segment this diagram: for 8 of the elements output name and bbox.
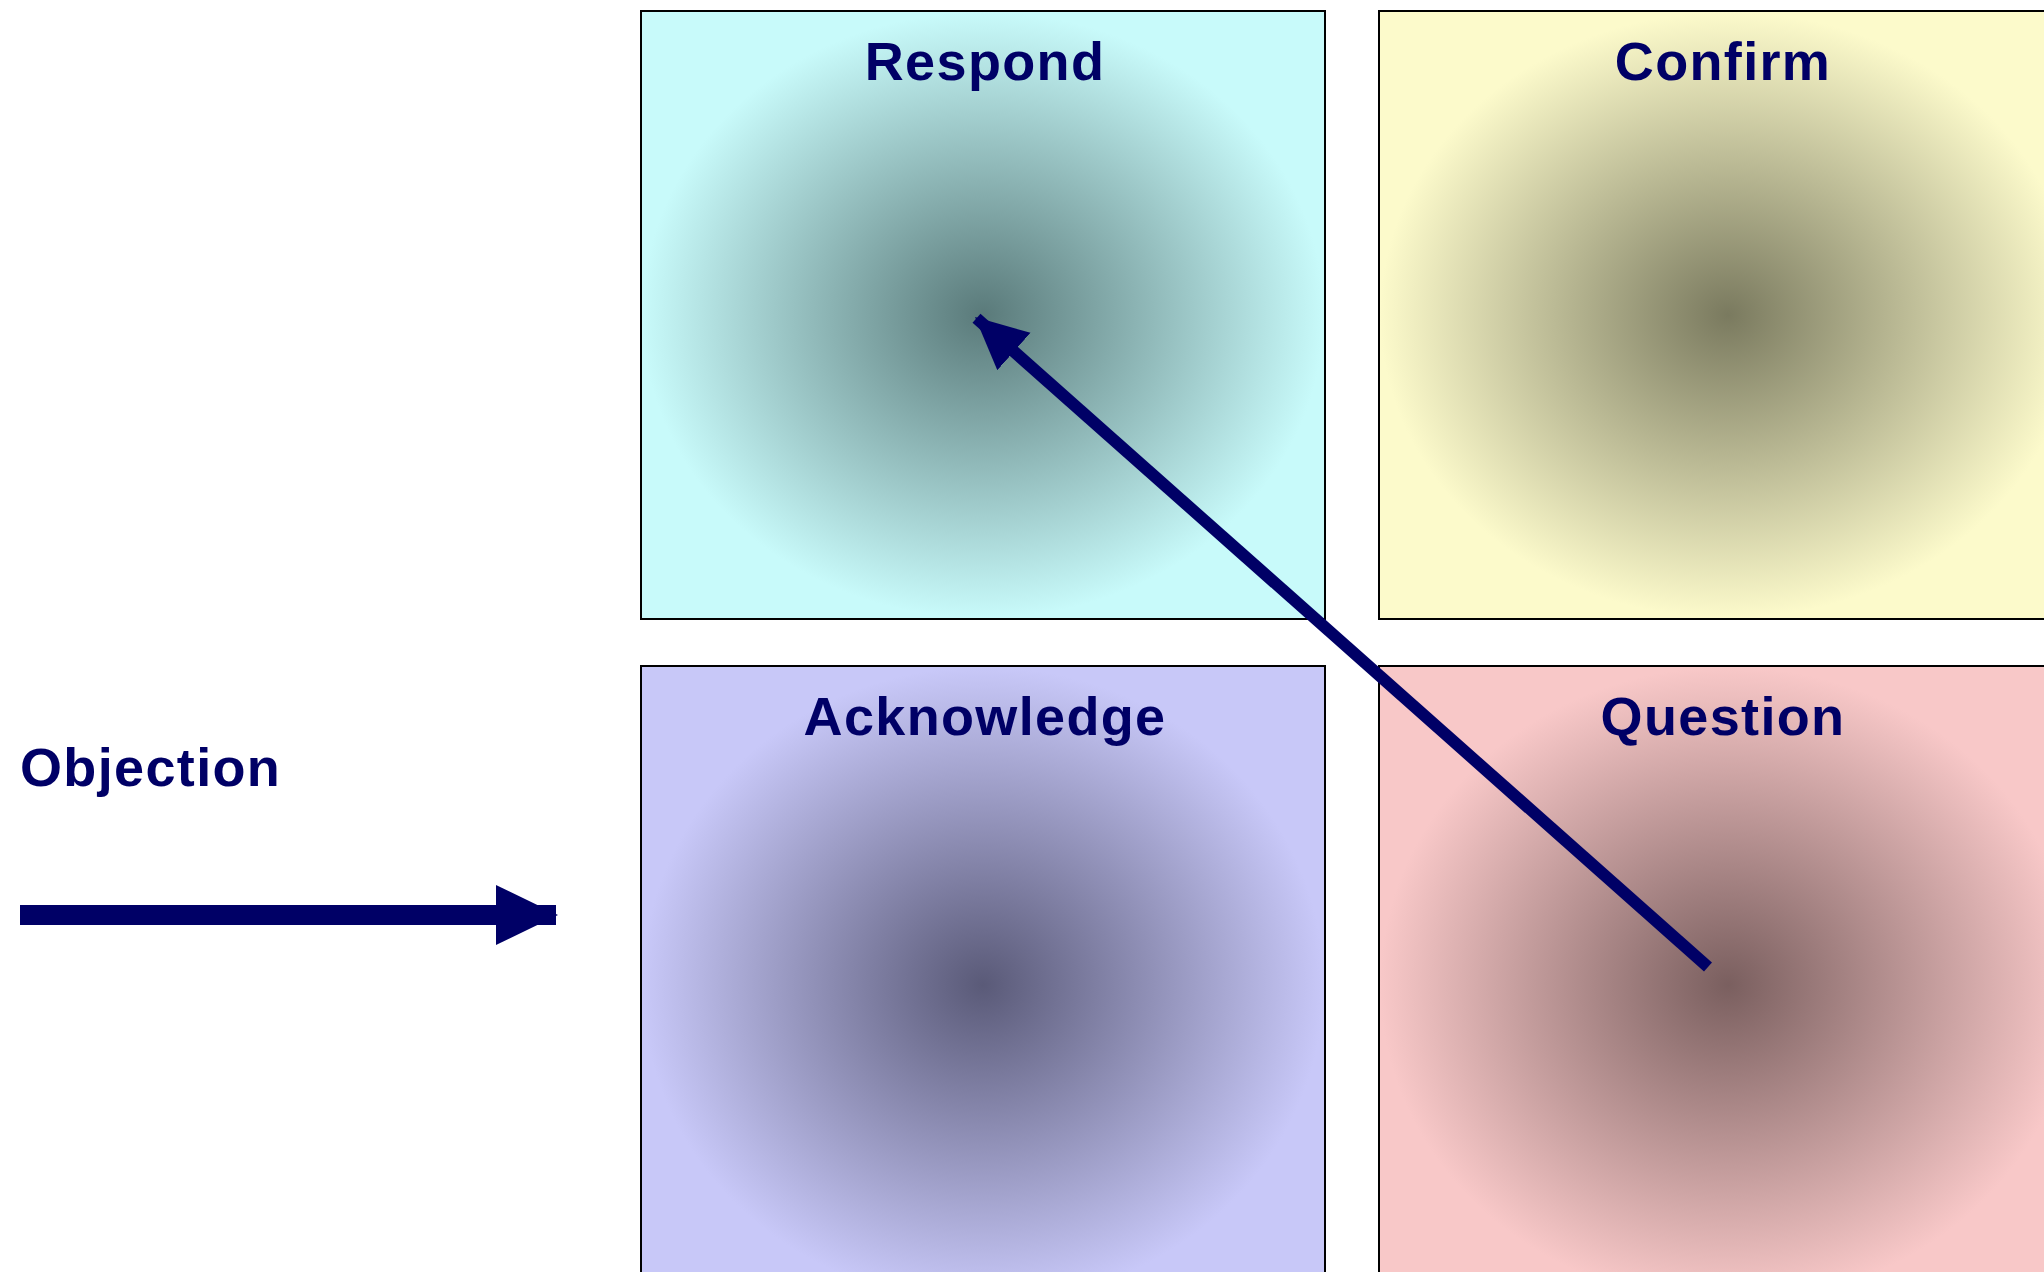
quadrant-box [1378,665,2044,1272]
arrow [972,313,1712,972]
quadrant-box [640,10,1326,620]
quadrant-box [640,665,1326,1272]
arrow [20,885,558,945]
quadrant-title: Confirm [1614,34,1832,88]
edge-label: Objection [20,737,282,797]
quadrant-box [1378,10,2044,620]
